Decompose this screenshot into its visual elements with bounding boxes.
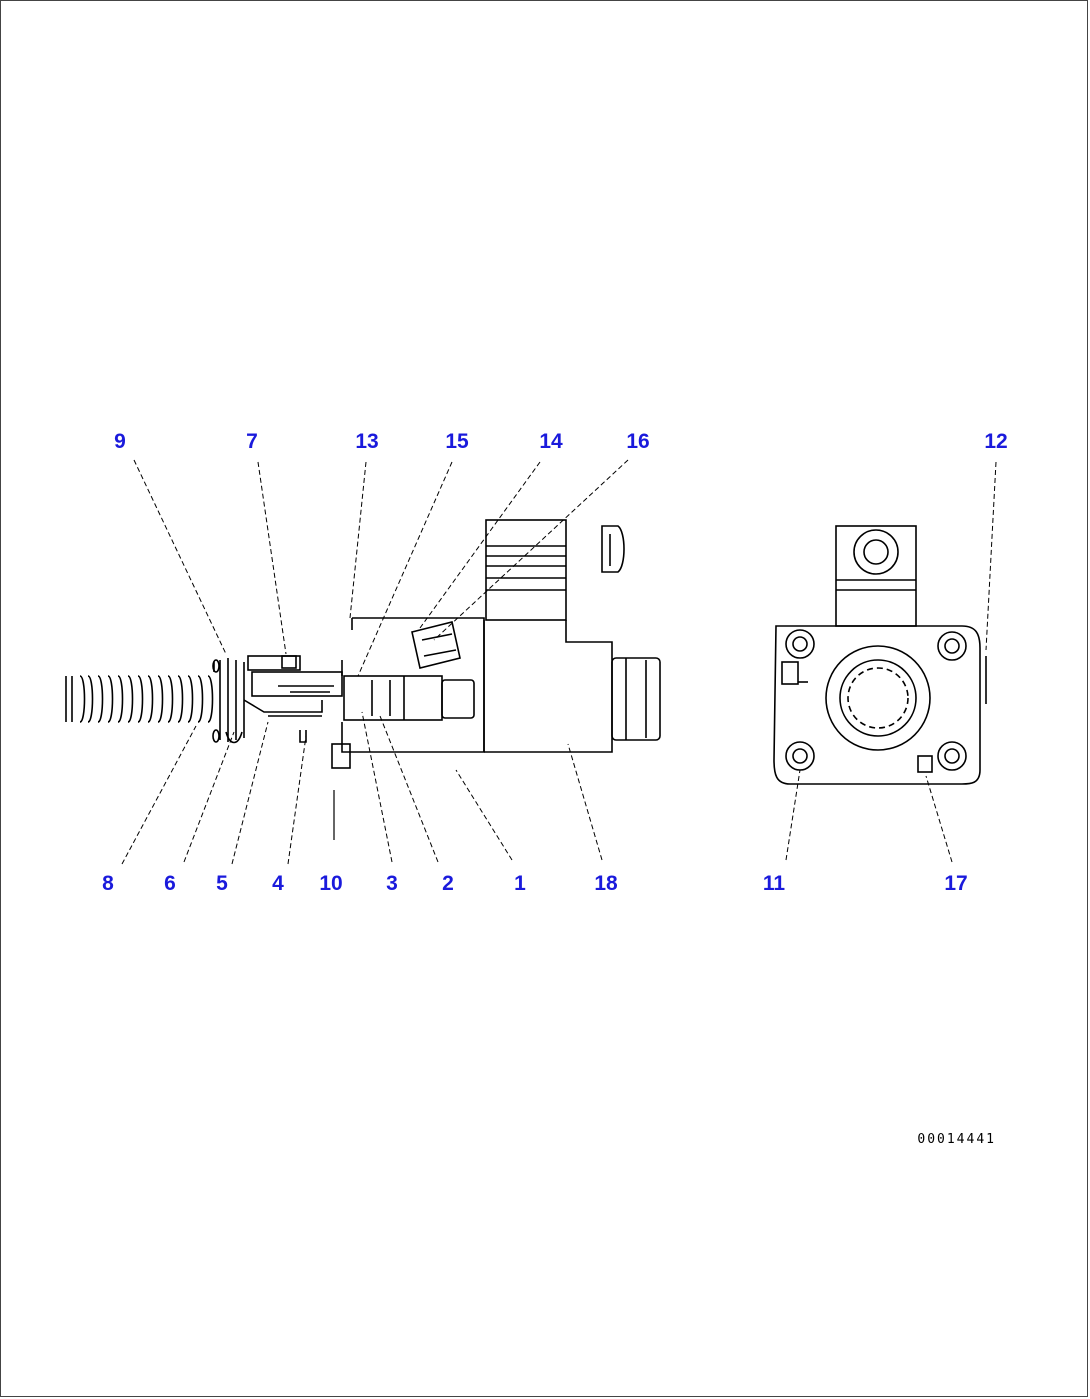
leader-lines — [121, 459, 997, 865]
callout-1: 1 — [514, 872, 526, 895]
callout-17: 17 — [944, 872, 967, 895]
callout-7: 7 — [246, 430, 258, 453]
drawing-reference-code: 00014441 — [917, 1132, 996, 1147]
callout-9: 9 — [114, 430, 126, 453]
callout-10: 10 — [319, 872, 342, 895]
spring-seat-part — [212, 658, 245, 744]
callout-6: 6 — [164, 872, 176, 895]
callout-11: 11 — [763, 872, 786, 895]
callout-2: 2 — [442, 872, 454, 895]
valve-body-part — [331, 617, 485, 769]
callout-12: 12 — [984, 430, 1007, 453]
spool-part — [243, 655, 343, 743]
callout-18: 18 — [594, 872, 618, 895]
callout-3: 3 — [386, 872, 398, 895]
callout-4: 4 — [272, 872, 284, 895]
callout-labels: 9 7 13 15 14 16 12 8 6 5 4 10 3 2 1 18 1… — [102, 430, 1008, 895]
callout-15: 15 — [445, 430, 469, 453]
callout-13: 13 — [355, 430, 378, 453]
callout-16: 16 — [626, 430, 649, 453]
solenoid-part — [483, 519, 661, 753]
callout-8: 8 — [102, 872, 114, 895]
plug-part — [411, 621, 461, 669]
callout-5: 5 — [216, 872, 228, 895]
callout-14: 14 — [539, 430, 563, 453]
end-view-assembly — [773, 525, 987, 785]
spring-part — [65, 675, 214, 723]
side-view-assembly — [65, 519, 661, 769]
